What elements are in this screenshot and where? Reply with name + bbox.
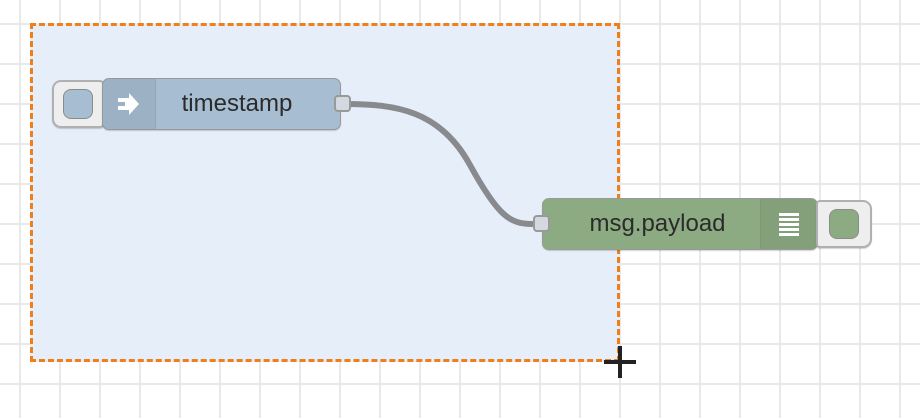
debug-icon-cell — [760, 199, 817, 249]
inject-arrow-icon — [118, 93, 139, 115]
inject-output-port[interactable] — [334, 95, 351, 112]
wire-inject-to-debug[interactable] — [342, 101, 535, 227]
debug-input-port[interactable] — [533, 215, 550, 232]
debug-lines-icon — [779, 213, 799, 236]
debug-node-label: msg.payload — [589, 210, 726, 237]
node-inject[interactable]: timestamp — [102, 78, 341, 130]
inject-node-label: timestamp — [181, 90, 293, 117]
debug-button-knob — [829, 209, 859, 239]
inject-button-knob — [63, 89, 93, 119]
inject-icon-cell — [103, 79, 156, 129]
inject-trigger-button[interactable] — [52, 80, 104, 128]
debug-enable-button[interactable] — [816, 200, 872, 248]
node-debug[interactable]: msg.payload — [542, 198, 818, 250]
